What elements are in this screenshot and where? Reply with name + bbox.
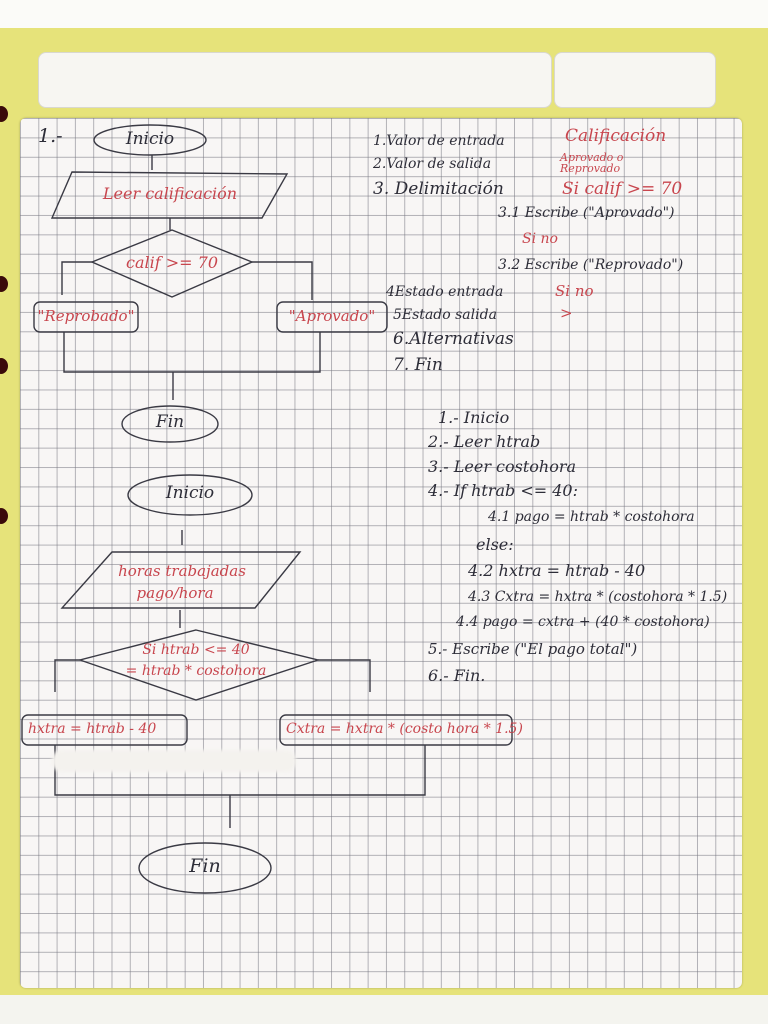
algo-step-4-3: 4.3 Cxtra = hxtra * (costohora * 1.5)	[468, 589, 728, 605]
analysis-line-5-value: Si no	[522, 231, 558, 247]
fc1-input-shape	[50, 171, 289, 219]
algo-step-3: 3.- Leer costohora	[428, 457, 577, 476]
analysis-line-7-value: Si no	[555, 282, 594, 300]
analysis-line-4-label: 3.1 Escribe ("Aprovado")	[498, 205, 675, 221]
analysis-line-3-label: 3. Delimitación	[373, 179, 504, 199]
fc1-true-label: "Aprovado"	[288, 307, 376, 325]
algo-step-6: 6.- Fin.	[428, 666, 486, 685]
fc2-decision-line2: = htrab * costohora	[125, 663, 267, 679]
binder-hole	[0, 276, 8, 292]
fc2-end-label: Fin	[189, 855, 221, 877]
algo-step-2: 2.- Leer htrab	[428, 432, 541, 451]
fc2-decision-line1: Si htrab <= 40	[142, 642, 250, 658]
analysis-line-9-label: 6.Alternativas	[393, 329, 514, 349]
fc2-start-label: Inicio	[165, 483, 215, 503]
fc2-end-shape	[138, 842, 272, 894]
header-field-left	[38, 52, 552, 108]
header-field-right	[554, 52, 716, 108]
analysis-line-1-value: Calificación	[565, 126, 667, 146]
algo-step-4: 4.- If htrab <= 40:	[428, 481, 578, 500]
analysis-line-6-label: 3.2 Escribe ("Reprovado")	[498, 257, 684, 273]
page-number: 1.-	[38, 125, 63, 147]
fc2-left-box-label: hxtra = htrab - 40	[28, 721, 157, 737]
binder-hole	[0, 106, 8, 122]
fc2-input-line2: pago/hora	[136, 584, 214, 602]
algo-step-4-1: 4.1 pago = htrab * costohora	[488, 509, 695, 525]
analysis-line-8-label: 5Estado salida	[393, 307, 497, 323]
fc2-input-line1: horas trabajadas	[118, 562, 246, 580]
fc2-input-shape	[60, 551, 302, 609]
analysis-line-3-value: Si calif >= 70	[562, 179, 683, 199]
fc1-false-label: "Reprobado"	[37, 307, 135, 325]
background-top	[0, 0, 768, 30]
binder-hole	[0, 358, 8, 374]
analysis-line-10-label: 7. Fin	[393, 355, 443, 375]
fc1-end-label: Fin	[155, 412, 185, 432]
fc2-decision-shape	[77, 629, 321, 701]
fc1-true-box	[276, 301, 388, 333]
correction-fluid	[52, 750, 296, 772]
algo-step-4-4: 4.4 pago = cxtra + (40 * costohora)	[456, 614, 710, 630]
algo-else: else:	[476, 535, 514, 554]
fc1-start-label: Inicio	[125, 129, 175, 149]
fc2-start-shape	[127, 474, 253, 516]
analysis-line-1-label: 1.Valor de entrada	[373, 133, 505, 149]
fc2-right-box-label: Cxtra = hxtra * (costo hora * 1.5)	[286, 721, 523, 737]
fc1-end-shape	[121, 405, 219, 443]
algo-step-5: 5.- Escribe ("El pago total")	[428, 640, 638, 658]
fc1-decision-shape	[90, 229, 254, 298]
algo-step-4-2: 4.2 hxtra = htrab - 40	[468, 561, 646, 580]
binder-hole	[0, 508, 8, 524]
analysis-line-2-label: 2.Valor de salida	[373, 156, 492, 172]
fc1-decision-label: calif >= 70	[126, 253, 218, 272]
fc2-left-box	[21, 714, 188, 746]
background-bottom	[0, 995, 768, 1024]
fc2-right-box	[279, 714, 513, 746]
fc1-false-box	[33, 301, 139, 333]
fc1-start-shape	[93, 124, 207, 156]
algo-step-1: 1.- Inicio	[438, 408, 510, 427]
fc1-input-label: Leer calificación	[102, 184, 238, 203]
analysis-line-8-value: >	[560, 304, 573, 322]
analysis-line-2-value: Aprovado o Reprovado	[560, 151, 624, 175]
grid-paper-sheet	[20, 118, 742, 988]
analysis-line-7-label: 4Estado entrada	[386, 284, 504, 300]
